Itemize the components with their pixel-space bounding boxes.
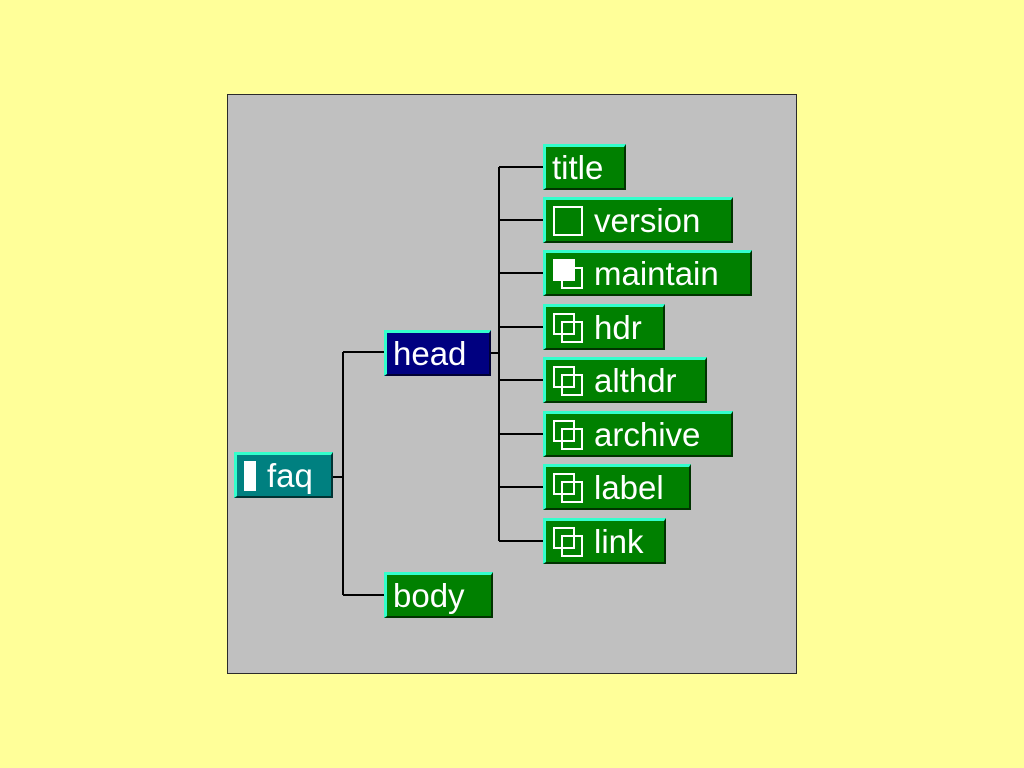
tree-node-link[interactable]: link: [543, 518, 666, 564]
tree-node-head[interactable]: head: [384, 330, 491, 376]
tree-node-label: link: [594, 523, 644, 560]
tree-node-hdr[interactable]: hdr: [543, 304, 665, 350]
stacked-squares-icon: [553, 472, 583, 503]
partial-stack-icon: [553, 258, 583, 289]
tree-panel: [227, 94, 797, 674]
stacked-squares-icon: [553, 526, 583, 557]
tree-node-label: faq: [267, 457, 313, 494]
tree-node-label: title: [552, 149, 604, 186]
tree-node-label: maintain: [594, 255, 719, 292]
stacked-squares-icon: [553, 419, 583, 450]
tree-node-label: althdr: [594, 362, 677, 399]
tree-node-archive[interactable]: archive: [543, 411, 733, 457]
tree-node-faq[interactable]: faq: [234, 452, 333, 498]
tree-node-version[interactable]: version: [543, 197, 733, 243]
tree-node-body[interactable]: body: [384, 572, 493, 618]
stacked-squares-icon: [553, 365, 583, 396]
tree-node-althdr[interactable]: althdr: [543, 357, 707, 403]
tree-node-label: head: [393, 335, 467, 372]
tree-node-label: label: [594, 469, 664, 506]
stacked-squares-icon: [553, 312, 583, 343]
tree-node-maintain[interactable]: maintain: [543, 250, 752, 296]
empty-square-icon: [553, 205, 583, 236]
open-bar-icon: [244, 460, 256, 491]
tree-node-label: body: [393, 577, 465, 614]
tree-node-label[interactable]: label: [543, 464, 691, 510]
tree-node-label: hdr: [594, 309, 642, 346]
tree-node-title[interactable]: title: [543, 144, 626, 190]
tree-node-label: version: [594, 202, 701, 239]
tree-node-label: archive: [594, 416, 701, 453]
